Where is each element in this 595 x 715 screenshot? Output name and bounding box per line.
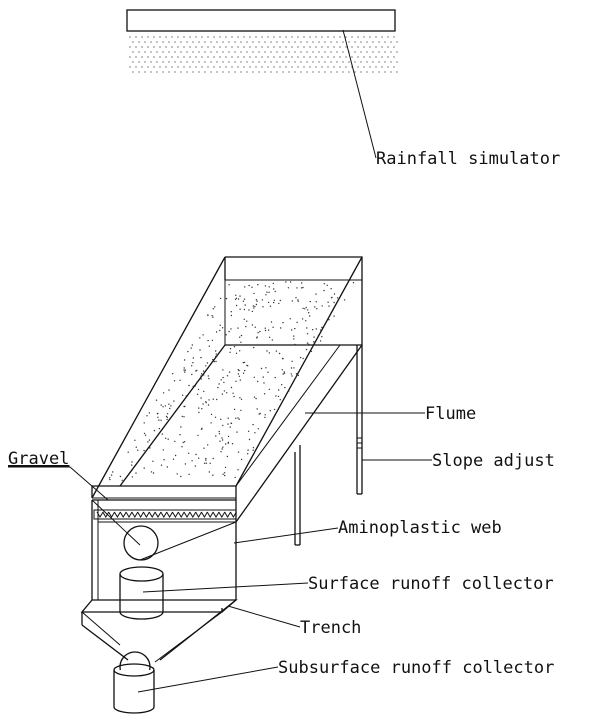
rainfall-simulator	[126, 9, 398, 73]
aminoplastic-web-leader	[233, 527, 339, 544]
rain-droplets	[129, 36, 398, 73]
surface-runoff-collector-leader	[142, 582, 309, 593]
subsurface-runoff-collector	[113, 663, 155, 714]
surface-runoff-collector	[119, 566, 164, 620]
slope-adjust-legs	[294, 345, 363, 546]
soil-surface	[108, 281, 355, 481]
gravel-label: Gravel	[8, 449, 69, 469]
slope-adjust-label: Slope adjust	[432, 451, 555, 471]
flume-label: Flume	[425, 404, 476, 424]
trench-label: Trench	[300, 618, 361, 638]
subsurface-runoff-collector-label: Subsurface runoff collector	[278, 658, 554, 678]
rainfall-simulator-leader	[342, 29, 377, 159]
gravel-layer	[93, 509, 237, 520]
trench	[80, 599, 238, 663]
subsurface-runoff-collector-leader	[137, 666, 279, 693]
surface-runoff-collector-label: Surface runoff collector	[308, 574, 554, 594]
aminoplastic-web-label: Aminoplastic web	[338, 518, 502, 538]
gravel-leader	[8, 466, 109, 501]
trench-leader	[227, 605, 301, 628]
surface-outlet-pipe	[123, 525, 159, 561]
flume	[91, 256, 363, 600]
rainfall-simulator-label: Rainfall simulator	[376, 149, 560, 169]
